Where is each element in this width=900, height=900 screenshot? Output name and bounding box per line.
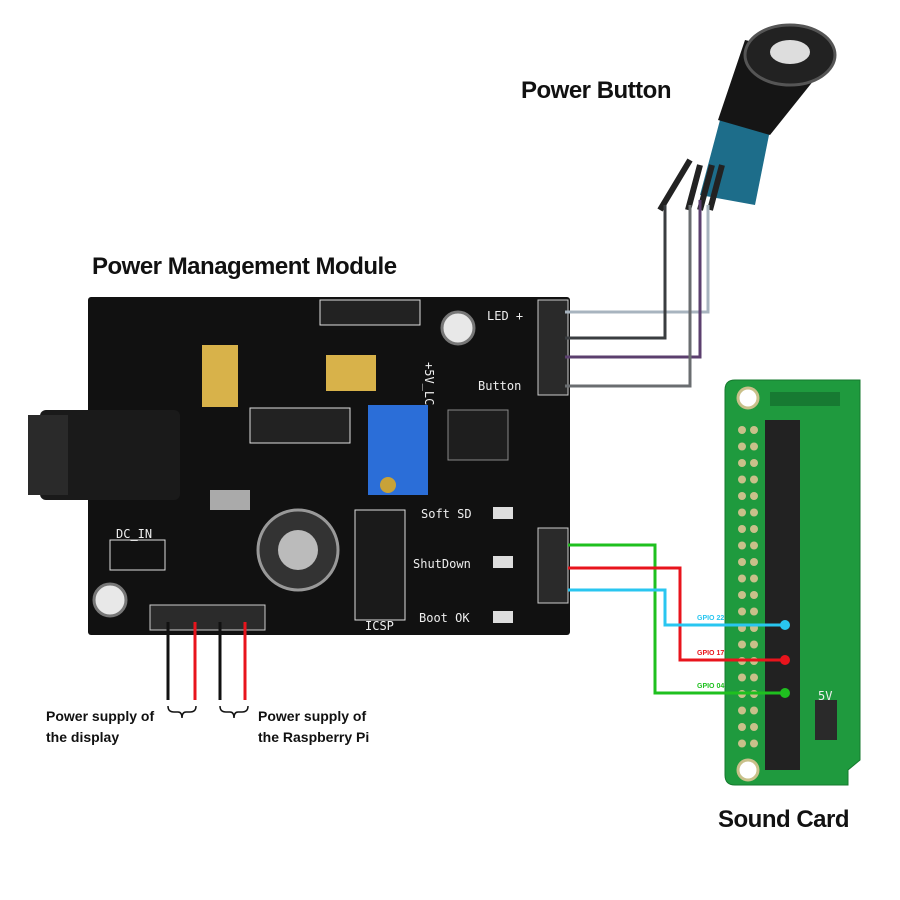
header-pad bbox=[738, 525, 746, 533]
wire-gpio22 bbox=[568, 588, 785, 627]
header-pad bbox=[738, 739, 746, 748]
header-pad bbox=[738, 591, 746, 599]
silk-boot-ok: Boot OK bbox=[419, 611, 470, 625]
header-pad bbox=[738, 459, 746, 467]
header-pad bbox=[750, 723, 758, 731]
silk-soft-sd: Soft SD bbox=[421, 507, 472, 521]
header-pad bbox=[750, 541, 758, 550]
header-pad bbox=[738, 723, 746, 731]
wire-gpio17 bbox=[568, 566, 785, 662]
silk-shutdown: ShutDown bbox=[413, 557, 471, 571]
power-management-board: LED + Button Soft SD ShutDown Boot OK IC… bbox=[28, 297, 832, 703]
silk-dc-in: DC_IN bbox=[116, 527, 152, 541]
bracket-pi bbox=[219, 705, 249, 719]
gpio22-label: GPIO 22 bbox=[697, 615, 724, 622]
header-pad bbox=[750, 508, 758, 517]
wire-purple bbox=[565, 200, 702, 359]
silk-icsp: ICSP bbox=[365, 619, 394, 633]
pi-supply-line2: the Raspberry Pi bbox=[258, 729, 369, 745]
header-pad bbox=[750, 640, 758, 649]
bracket-display bbox=[167, 705, 197, 719]
header-pad bbox=[738, 673, 746, 682]
display-supply-line2: the display bbox=[46, 729, 119, 745]
header-pad bbox=[738, 706, 746, 715]
wire-gpio04 bbox=[568, 543, 785, 695]
pi-supply-line1: Power supply of bbox=[258, 708, 366, 724]
header-pad bbox=[750, 426, 758, 434]
power-button-title: Power Button bbox=[521, 77, 671, 104]
header-pad bbox=[750, 558, 758, 566]
wire-gray bbox=[565, 205, 692, 388]
header-pad bbox=[738, 574, 746, 583]
header-pad bbox=[750, 739, 758, 748]
header-pad bbox=[738, 475, 746, 484]
header-pad bbox=[750, 442, 758, 451]
header-pad bbox=[738, 492, 746, 500]
silk-led: LED + bbox=[487, 309, 523, 323]
display-supply-line1: Power supply of bbox=[46, 708, 154, 724]
header-pad bbox=[738, 640, 746, 649]
header-pad bbox=[738, 508, 746, 517]
power-button bbox=[657, 23, 837, 212]
header-pad bbox=[750, 459, 758, 467]
header-pad bbox=[750, 525, 758, 533]
silk-vlc: +5V_LC bbox=[422, 362, 436, 405]
sound-card-title: Sound Card bbox=[718, 806, 849, 833]
wire-led bbox=[565, 205, 710, 314]
silk-5v: 5V bbox=[818, 689, 832, 703]
header-pad bbox=[738, 541, 746, 550]
header-pad bbox=[750, 607, 758, 616]
header-pad bbox=[750, 475, 758, 484]
header-pad bbox=[750, 673, 758, 682]
silk-button: Button bbox=[478, 379, 521, 393]
header-pad bbox=[750, 492, 758, 500]
gpio04-label: GPIO 04 bbox=[697, 683, 724, 690]
header-pad bbox=[738, 607, 746, 616]
gpio17-label: GPIO 17 bbox=[697, 650, 724, 657]
header-pad bbox=[750, 574, 758, 583]
power-module-title: Power Management Module bbox=[92, 253, 397, 280]
sound-card-board bbox=[724, 379, 861, 786]
header-pad bbox=[738, 442, 746, 451]
header-pad bbox=[738, 426, 746, 434]
header-pad bbox=[750, 706, 758, 715]
header-pad bbox=[738, 558, 746, 566]
wire-dark bbox=[565, 205, 667, 340]
header-pad bbox=[750, 591, 758, 599]
